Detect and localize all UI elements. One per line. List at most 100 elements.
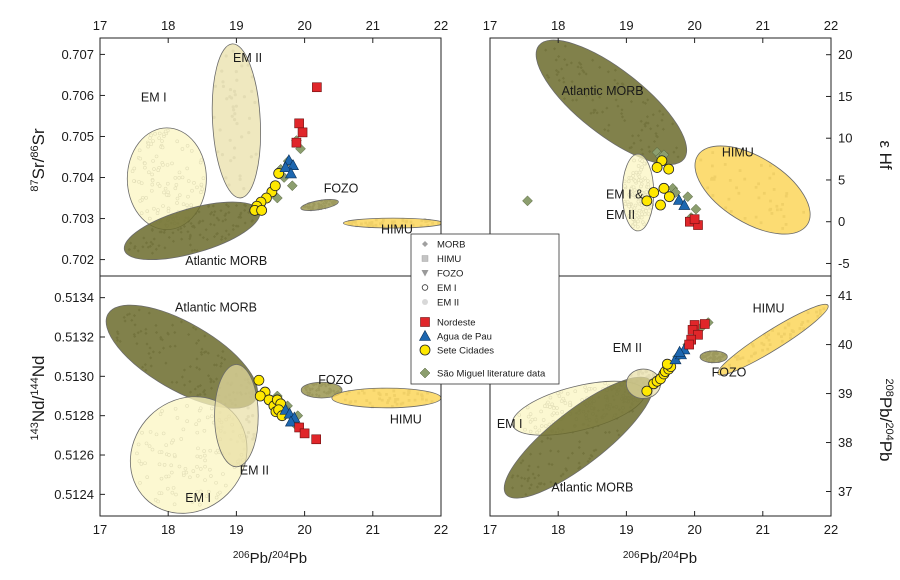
ytick-label: 0.705 [61,129,94,144]
xtick-label: 17 [483,522,497,537]
region-label-fozo: FOZO [324,181,359,195]
region-label-em-i: EM I [185,491,211,505]
ytick-label: 40 [838,337,852,352]
legend-label-morb: MORB [437,240,466,251]
triangle-down-icon [421,270,429,277]
xtick-label: 21 [366,522,380,537]
point-nordeste [311,434,321,445]
xtick-label: 22 [434,18,448,33]
region-label-himu: HIMU [390,413,422,427]
ytick-label: 0.5132 [54,329,94,344]
region-label-em-i: EM I [497,417,523,431]
point-nordeste [297,127,308,138]
ytick-label: 0.5124 [54,487,94,502]
xtick-label: 17 [93,18,107,33]
region-label-fozo: FOZO [318,373,353,387]
region-himu [717,303,829,376]
point-sete-cidades [651,162,663,173]
point-agua-de-pau [286,159,300,171]
xtick-label: 21 [366,18,380,33]
xtick-label: 20 [297,18,311,33]
frame-bottom-left [99,275,442,517]
circle-icon [422,299,428,305]
region-label-atlantic-morb: Atlantic MORB [175,300,257,314]
point-sete-cidades [655,199,666,211]
point-sete-cidades [256,204,268,216]
region-label-himu: HIMU [753,302,785,316]
legend-label-em-i: EM I [437,283,457,294]
point-sete-cidades [663,191,675,203]
point-sete-cidades [269,180,281,192]
point-sete-cidades [658,182,670,194]
legend-label-em-ii: EM II [437,298,459,309]
point-sete-cidades [648,187,660,198]
region-label-em-ii: EM II [240,464,269,478]
region-fozo [300,199,339,211]
ytick-label: 20 [838,47,852,62]
region-atlantic-morb [535,39,688,165]
diamond-icon [422,241,428,247]
ytick-label: 0.5128 [54,408,94,423]
ytick-label: 5 [838,172,845,187]
region-label-atlantic-morb: Atlantic MORB [551,481,633,495]
ytick-label: 41 [838,288,852,303]
open-circle-icon [421,284,429,291]
xtick-label: 17 [483,18,497,33]
ylabel-nd: 143Nd/144Nd [29,356,48,441]
ytick-label: 0.702 [61,252,94,267]
point-nordeste [299,428,310,439]
xtick-label: 22 [824,18,838,33]
xtick-label: 19 [619,522,633,537]
ytick-label: 39 [838,386,852,401]
region-label-himu: HIMU [381,222,413,236]
ytick-label: 37 [838,484,852,499]
ylabel-hf: ε Hf [876,140,895,170]
point-sete-cidades [641,385,653,397]
ytick-label: 0 [838,214,845,229]
xtick-label: 18 [551,18,565,33]
region-label-em-ii: EM II [613,341,642,355]
legend-label-himu: HIMU [437,254,461,265]
xtick-label: 18 [161,18,175,33]
point-agua-de-pau [284,167,297,179]
point-s-o-miguel-literature-data [690,203,702,215]
point-sete-cidades [663,163,675,175]
point-agua-de-pau [279,161,292,173]
ylabel-208pb: 208Pb/204Pb [876,378,895,461]
point-sete-cidades [253,374,265,386]
point-nordeste [689,214,700,225]
point-s-o-miguel-literature-data [682,191,694,203]
region-em-ii [211,43,261,199]
region-label-em-i: EM I [141,91,167,105]
green-diamond-icon [419,367,431,379]
region-label-atlantic-morb: Atlantic MORB [185,254,267,268]
xlabel-right: 206Pb/204Pb [623,550,697,568]
point-sete-cidades [254,390,266,402]
point-agua-de-pau [672,193,685,205]
region-fozo [699,350,728,364]
yellow-circle-icon [419,344,431,356]
point-nordeste [294,422,304,433]
xtick-label: 21 [756,18,770,33]
legend-label-nordeste: Nordeste [437,318,476,329]
point-agua-de-pau [673,345,686,357]
point-sete-cidades [641,195,653,207]
ylabel-sr: 87Sr/86Sr [29,128,48,192]
point-nordeste [684,339,694,350]
ytick-label: 0.5130 [54,369,94,384]
xtick-label: 20 [297,522,311,537]
frame-bottom-right [489,275,832,517]
point-nordeste [291,137,302,148]
region-himu [343,217,441,229]
ytick-label: 0.5126 [54,448,94,463]
xlabel-left: 206Pb/204Pb [233,550,307,568]
legend-label-fozo: FOZO [437,269,463,280]
ytick-label: 0.5134 [54,290,94,305]
region-label-himu: HIMU [722,146,754,160]
region-himu [331,387,441,409]
xtick-label: 21 [756,522,770,537]
ytick-label: 0.704 [61,170,94,185]
